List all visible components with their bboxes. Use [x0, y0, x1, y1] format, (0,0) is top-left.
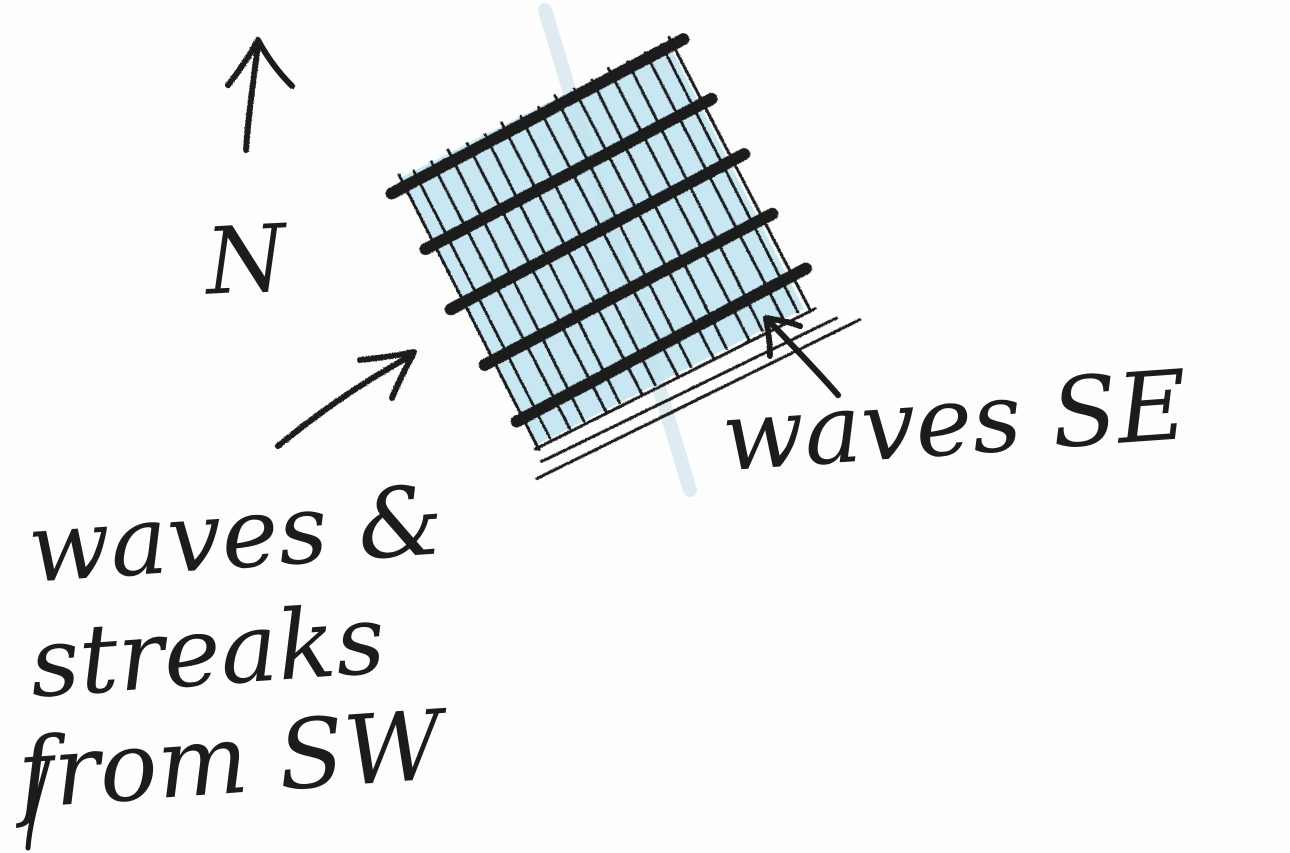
north-arrow-icon: [228, 40, 292, 150]
sw-label-line-1: waves &: [24, 464, 446, 605]
sw-arrow-icon: [278, 352, 414, 446]
sw-waves-label: waves & streaks from SW: [8, 464, 453, 831]
north-label: N: [201, 204, 292, 315]
se-waves-label: waves SE: [718, 349, 1191, 493]
